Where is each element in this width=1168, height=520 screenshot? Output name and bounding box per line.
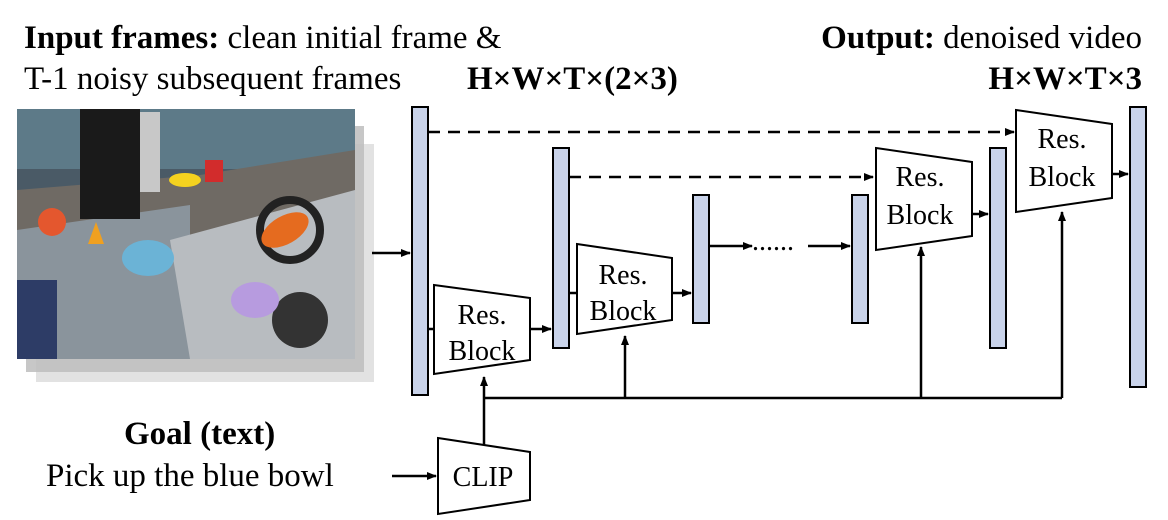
res-block-1: Res. Block: [433, 283, 531, 376]
image-blue-bowl: [122, 240, 174, 276]
image-purple-cup: [231, 282, 279, 318]
input-caption-line1: Input frames: clean initial frame &: [24, 22, 501, 55]
res-block-4-line2: Block: [1029, 162, 1096, 193]
image-red-cup: [205, 160, 223, 182]
input-caption-bold: Input frames:: [24, 20, 220, 56]
image-robot-arm: [80, 109, 140, 219]
input-caption-rest: clean initial frame &: [219, 20, 502, 56]
res-block-1-line2: Block: [449, 336, 516, 367]
feature-bar-1: [411, 106, 429, 396]
image-burner-2: [272, 292, 328, 348]
res-block-1-line1: Res.: [458, 300, 507, 331]
res-block-3-line1: Res.: [896, 162, 945, 193]
feature-maps: [411, 106, 1147, 396]
ellipsis-label: ......: [752, 226, 794, 257]
res-block-4-line1: Res.: [1038, 124, 1087, 155]
res-block-3-line2: Block: [887, 200, 954, 231]
goal-title: Goal (text): [124, 416, 276, 452]
res-block-3: Res. Block: [875, 146, 973, 252]
output-caption: Output: denoised video: [821, 22, 1142, 55]
output-caption-rest: denoised video: [934, 20, 1142, 56]
clip-encoder: CLIP: [437, 436, 531, 516]
feature-bar-4: [851, 194, 869, 324]
image-cloth: [17, 280, 57, 359]
image-banana: [169, 173, 201, 187]
feature-bar-5: [989, 147, 1007, 349]
res-block-4: Res. Block: [1015, 108, 1113, 214]
image-orange-cone: [88, 222, 104, 244]
input-kitchen-image: [17, 109, 355, 359]
input-dims: H×W×T×(2×3): [467, 61, 678, 97]
goal-text: Pick up the blue bowl: [46, 458, 334, 494]
input-caption-line2: T-1 noisy subsequent frames: [24, 61, 402, 97]
image-burner-1: [256, 196, 324, 264]
feature-bar-2: [552, 147, 570, 349]
res-block-2-line1: Res.: [599, 260, 648, 291]
feature-bar-6: [1129, 106, 1147, 388]
res-block-1-shape: [433, 283, 531, 376]
feature-bar-3: [692, 194, 710, 324]
clip-shape: [437, 436, 531, 516]
image-red-object: [38, 208, 66, 236]
res-block-4-shape: [1015, 108, 1113, 214]
res-block-2-line2: Block: [590, 296, 657, 327]
res-block-2: Res. Block: [576, 242, 673, 336]
output-caption-bold: Output:: [821, 20, 935, 56]
image-faucet: [140, 112, 160, 192]
image-backsplash: [17, 109, 355, 169]
res-block-3-shape: [875, 146, 973, 252]
clip-label: CLIP: [453, 462, 514, 493]
res-block-2-shape: [576, 242, 673, 336]
output-dims: H×W×T×3: [988, 61, 1142, 97]
image-carrot: [261, 212, 309, 248]
